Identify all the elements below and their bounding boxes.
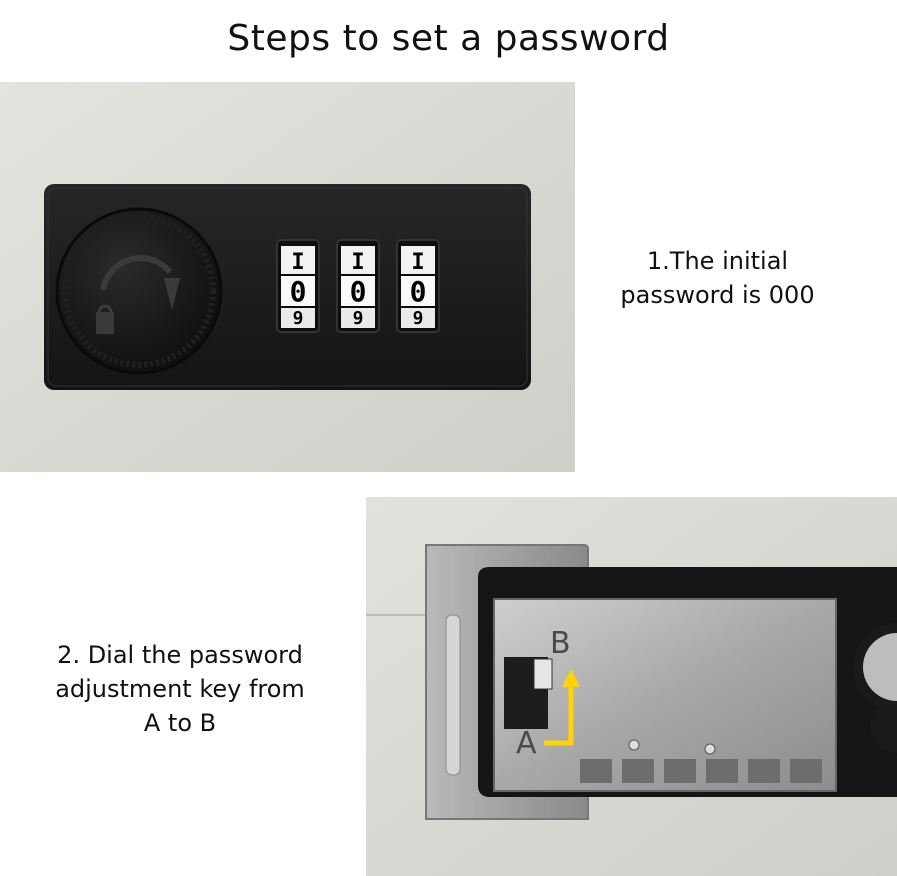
step-1-line-2: password is 000: [620, 281, 815, 309]
position-b-label: B: [550, 626, 571, 661]
svg-text:9: 9: [293, 308, 304, 329]
svg-text:9: 9: [413, 308, 424, 329]
step-2-line-2: adjustment key from: [55, 675, 305, 703]
step-2-line-3: A to B: [143, 709, 217, 737]
svg-text:I: I: [291, 250, 304, 275]
combination-dials: I 0 9 I 0 9 I 0 9: [276, 239, 440, 333]
position-a-label: A: [516, 726, 537, 761]
step-1-line-1: 1.The initial: [646, 247, 789, 275]
dial-digit-2: 0: [350, 275, 367, 308]
page-title: Steps to set a password: [227, 18, 670, 59]
step-2-caption: 2. Dial the password adjustment key from…: [20, 638, 340, 740]
arrow-up-icon: [544, 669, 580, 746]
dial-digit-1: 0: [290, 275, 307, 308]
step-1-caption: 1.The initial password is 000: [590, 244, 845, 312]
svg-text:9: 9: [353, 308, 364, 329]
step-2-line-1: 2. Dial the password: [57, 641, 303, 669]
adjustment-key-photo: B A: [366, 497, 897, 876]
combination-lock-photo: I 0 9 I 0 9 I 0 9: [0, 82, 575, 472]
adjustment-key: [533, 658, 553, 690]
svg-text:I: I: [411, 250, 424, 275]
dial-digit-3: 0: [410, 275, 427, 308]
lock-knob-icon: [55, 207, 223, 375]
svg-text:I: I: [351, 250, 364, 275]
